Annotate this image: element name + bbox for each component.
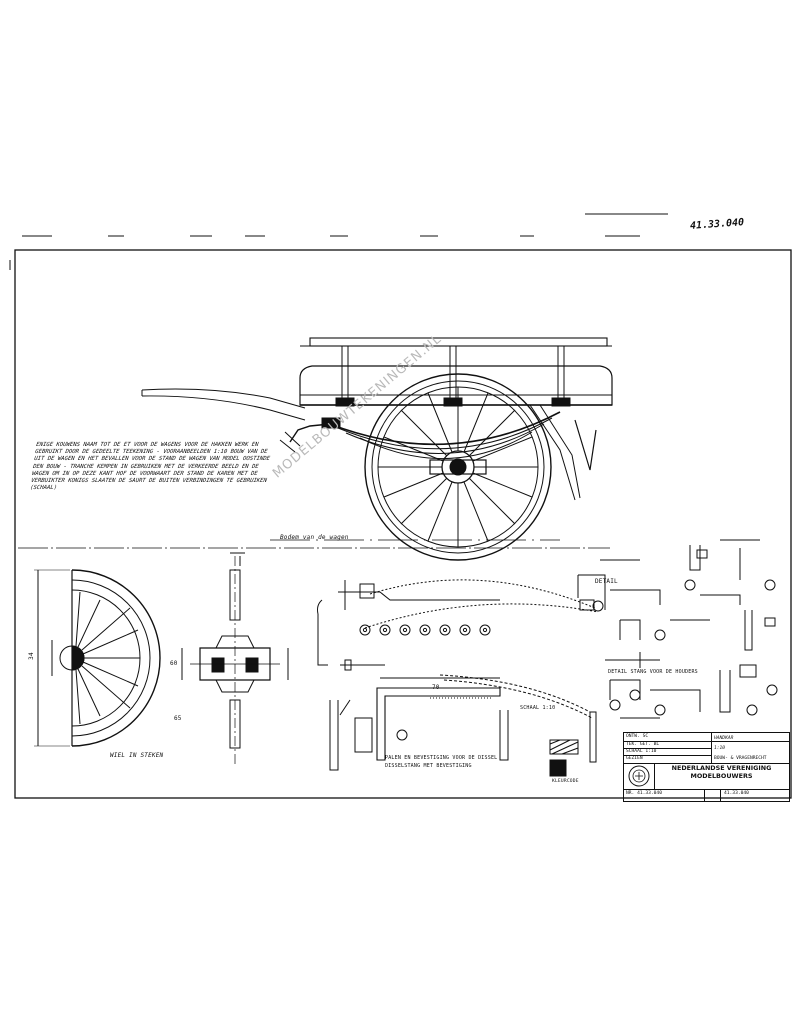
cart-wheel-elevation <box>364 373 552 561</box>
hardware-caption-2: DISSELSTANG MET BEVESTIGING <box>385 763 472 769</box>
scale-note: SCHAAL 1:10 <box>520 705 556 711</box>
tb-left-row-4: GEZIEN <box>626 756 643 761</box>
tb-left-row-2: TEK. GET. BL <box>626 742 660 747</box>
association-seal-icon <box>628 765 650 787</box>
hub-cross-section <box>181 552 289 765</box>
wheel-caption: WIEL IN STEKEN <box>110 752 164 759</box>
tb-right-row-2: 1:10 <box>714 746 726 751</box>
tb-bottom-right: 41.33.040 <box>724 791 749 796</box>
dimension-34: 34 <box>27 652 35 660</box>
cart-side-elevation <box>141 337 613 561</box>
top-registration-marks <box>9 213 668 270</box>
dimension-70: 70 <box>432 684 440 691</box>
dimension-60: 60 <box>170 660 178 667</box>
title-block: ONTW. SC TEK. GET. BL SCHAAL 1:10 GEZIEN… <box>623 732 790 802</box>
hardware-caption: PALEN EN BEVESTIGING VOOR DE DISSEL <box>385 755 498 761</box>
tb-right-row-3: BOUW- & VRAGENRECHT <box>714 756 767 761</box>
tb-left-row-1: ONTW. SC <box>626 734 649 739</box>
fitting-details-right <box>577 539 778 719</box>
legend-note: KLEURCODE <box>552 779 579 784</box>
tb-bottom-left: NR. 41.33.040 <box>626 791 662 796</box>
organisation-name: NEDERLANDSE VERENIGING MODELBOUWERS <box>654 764 789 780</box>
wheel-half-view <box>34 569 161 747</box>
organisation-line-1: NEDERLANDSE VERENIGING <box>671 764 772 772</box>
dimension-65: 65 <box>174 715 182 722</box>
underframe-caption: Bodem van de wagen <box>280 534 349 541</box>
tb-left-row-3: SCHAAL 1:10 <box>626 749 657 754</box>
construction-notes: ENIGE KOUWENS NAAM TOT DE ET VOOR DE WAG… <box>29 442 271 492</box>
detail-label-b: DETAIL STANG VOOR DE HOUDERS <box>608 669 698 675</box>
hardware-details <box>317 579 599 777</box>
organisation-line-2: MODELBOUWERS <box>690 772 753 780</box>
drawing-border <box>14 249 792 799</box>
detail-label-a: DETAIL <box>595 578 618 585</box>
tb-right-row-1: HANDKAR <box>714 736 734 741</box>
